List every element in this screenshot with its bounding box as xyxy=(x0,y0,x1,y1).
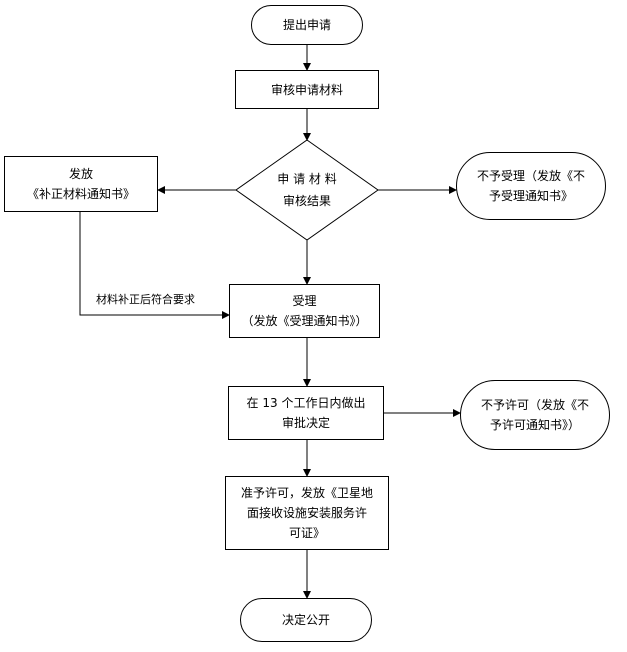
reject-permit-line2: 予许可通知书》） xyxy=(489,418,580,432)
issue-supplement-line2: 《补正材料通知书》 xyxy=(26,187,135,201)
start-node-label: 提出申请 xyxy=(282,18,331,32)
issue-supplement-line1: 发放 xyxy=(68,167,93,181)
issue-supplement-node: 发放 《补正材料通知书》 xyxy=(4,156,158,212)
decision-13days-node: 在 13 个工作日内做出 审批决定 xyxy=(228,386,384,440)
reject-acceptance-line2: 予受理通知书》 xyxy=(488,189,573,203)
decision-review-line1: 申 请 材 料 xyxy=(277,172,337,186)
start-node: 提出申请 xyxy=(251,5,363,45)
accept-line2: （发放《受理通知书》） xyxy=(241,314,368,328)
reject-permit-node: 不予许可（发放《不 予许可通知书》） xyxy=(460,380,610,450)
supplement-edge-label: 材料补正后符合要求 xyxy=(96,293,195,306)
reject-acceptance-line1: 不予受理（发放《不 xyxy=(476,169,585,183)
edge-supplement-to-accept xyxy=(79,212,230,319)
review-materials-label: 审核申请材料 xyxy=(270,82,343,97)
accept-node: 受理 （发放《受理通知书》） xyxy=(229,284,380,338)
decision-13days-line2: 审批决定 xyxy=(281,416,330,430)
reject-acceptance-node: 不予受理（发放《不 予受理通知书》 xyxy=(456,152,606,220)
approve-line1: 准予许可，发放《卫星地 xyxy=(240,486,373,500)
reject-permit-line1: 不予许可（发放《不 xyxy=(480,398,589,412)
publish-node-label: 决定公开 xyxy=(281,613,330,627)
approve-line3: 可证》 xyxy=(288,526,325,540)
decision-13days-line1: 在 13 个工作日内做出 xyxy=(246,396,366,410)
review-materials-node: 审核申请材料 xyxy=(235,70,379,109)
publish-node: 决定公开 xyxy=(240,598,372,642)
decision-review-line2: 审核结果 xyxy=(282,194,331,208)
approve-line2: 面接收设施安装服务许 xyxy=(246,506,367,520)
approve-node: 准予许可，发放《卫星地 面接收设施安装服务许 可证》 xyxy=(225,476,389,550)
accept-line1: 受理 xyxy=(292,294,317,308)
decision-review-node: 申 请 材 料 审核结果 xyxy=(256,168,358,212)
